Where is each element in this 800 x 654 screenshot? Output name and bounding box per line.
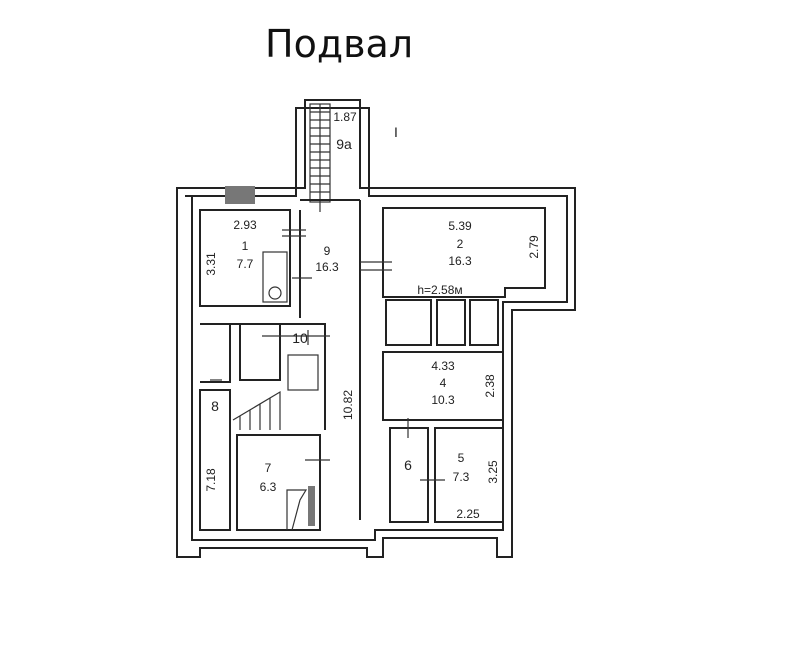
area-9: 16.3 [315, 260, 339, 274]
dim-1-width: 2.93 [233, 218, 257, 232]
area-1: 7.7 [237, 257, 254, 271]
dim-1-height: 3.31 [204, 252, 218, 276]
room-7 [236, 434, 321, 531]
room-number-9a: 9a [336, 136, 352, 152]
room-8 [199, 389, 231, 531]
plan-title: Подвал [265, 22, 414, 66]
room-number-10: 10 [292, 330, 308, 346]
interior-stair [287, 354, 319, 391]
dim-5-height: 3.25 [486, 460, 500, 484]
dim-9a: 1.87 [333, 110, 357, 124]
room-number-9: 9 [324, 244, 331, 258]
dim-2-width: 5.39 [448, 219, 472, 233]
room-5 [434, 427, 504, 523]
section-mark: I [394, 124, 398, 140]
room-number-6: 6 [404, 457, 412, 473]
room-1 [199, 209, 291, 307]
chimney-block [225, 186, 255, 204]
room-number-7: 7 [265, 461, 272, 475]
room-2 [382, 207, 546, 298]
storage-cabinets [385, 299, 499, 346]
room-4 [382, 351, 504, 421]
room-6 [389, 427, 429, 523]
dim-4-width: 4.33 [431, 359, 455, 373]
bathroom-fixtures [262, 251, 288, 303]
staircase-9a [309, 103, 331, 212]
dim-4-height: 2.38 [483, 374, 497, 398]
dim-8-height: 7.18 [204, 468, 218, 492]
area-2: 16.3 [448, 254, 472, 268]
room-10 [200, 323, 326, 430]
door-marks [210, 229, 445, 481]
outer-wall [176, 99, 576, 558]
dim-5-width: 2.25 [456, 507, 480, 521]
dim-9-height: 10.82 [341, 390, 355, 420]
height-note: h=2.58м [417, 283, 462, 297]
room-number-4: 4 [440, 376, 447, 390]
room-number-2: 2 [457, 237, 464, 251]
room-number-5: 5 [458, 451, 465, 465]
room-number-8: 8 [211, 398, 219, 414]
area-5: 7.3 [453, 470, 470, 484]
area-4: 10.3 [431, 393, 455, 407]
room-number-1: 1 [242, 239, 249, 253]
dim-2-height: 2.79 [527, 235, 541, 259]
area-7: 6.3 [260, 480, 277, 494]
room-9 [299, 199, 361, 520]
